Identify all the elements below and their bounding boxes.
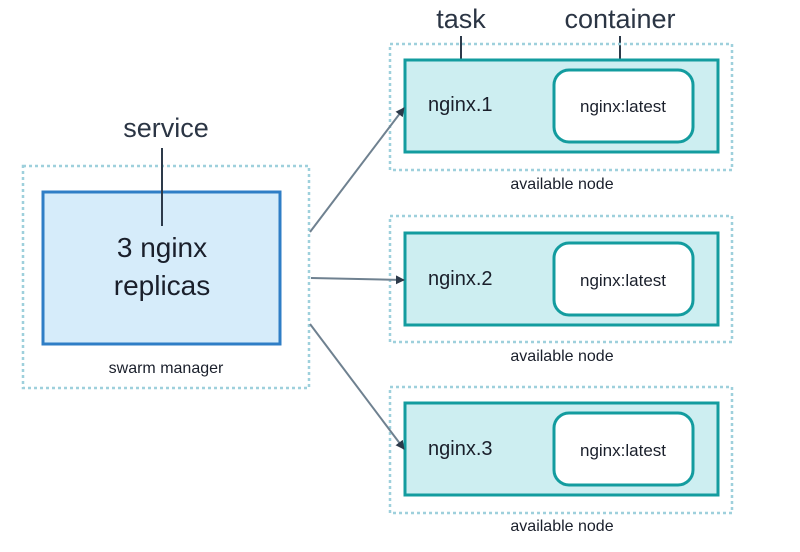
arrow-to-node-1 [309,107,405,233]
node-dotted-border [388,385,734,515]
available-node-caption: available node [510,348,613,365]
node-dotted-border [388,42,734,172]
container-box [552,241,695,317]
container-label: nginx:latest [580,441,666,460]
available-node-3: nginx.3 nginx:latest available node [388,385,734,535]
task-label: nginx.2 [428,268,493,290]
available-node-caption: available node [510,518,613,535]
container-heading: container [564,4,675,34]
task-label: nginx.3 [428,438,493,460]
swarm-manager: service 3 nginx replicas swarm manager [21,113,311,390]
task-label: nginx.1 [428,94,493,116]
available-node-1: nginx.1 nginx:latest available node [388,42,734,193]
arrow-to-node-2 [310,275,405,285]
container-box [552,68,695,144]
container-box [552,411,695,487]
swarm-manager-caption: swarm manager [109,360,224,377]
container-label: nginx:latest [580,97,666,116]
arrow-to-node-3 [309,323,405,450]
swarm-manager-dotted-border [21,164,311,390]
service-replicas-line2: replicas [114,270,210,301]
available-node-caption: available node [510,176,613,193]
service-replicas-line1: 3 nginx [117,232,207,263]
container-label: nginx:latest [580,271,666,290]
service-heading: service [123,113,209,143]
task-heading: task [436,4,486,34]
available-node-2: nginx.2 nginx:latest available node [388,214,734,365]
